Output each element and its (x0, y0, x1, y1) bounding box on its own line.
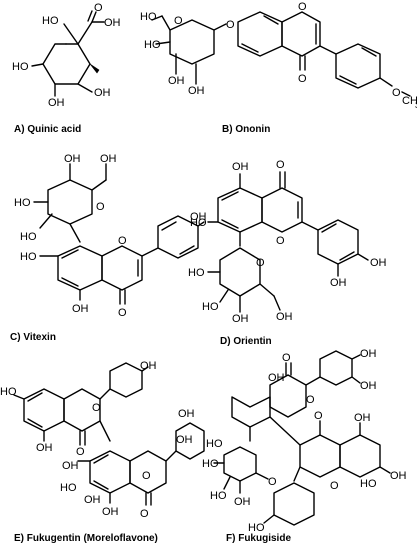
atom-label: O (282, 352, 291, 364)
atom-label: O (92, 402, 101, 414)
atom-label: O (94, 2, 103, 14)
atom-label: OH (268, 372, 285, 384)
atom-label: HO (20, 251, 37, 263)
atom-label: OH (62, 460, 79, 472)
atom-label: HO (202, 301, 219, 313)
atom-label: O (174, 15, 183, 27)
atom-label: O (118, 235, 127, 247)
atom-label: 3 (415, 101, 417, 110)
caption-ononin: B) Ononin (222, 124, 271, 135)
atom-label: HO (210, 490, 227, 502)
atom-label: OH (94, 87, 111, 99)
atom-label: HO (60, 482, 77, 494)
atom-label: O (392, 87, 401, 99)
structure-fukugiside: O OH OH OH O HO HO HO OH O OH O OH HO O … (202, 348, 407, 534)
panel-ononin: O O O O HO OH OH O CH 3 HO B) Ononin (140, 0, 417, 140)
atom-label: OH (84, 494, 101, 506)
atom-label: OH (354, 412, 371, 424)
atom-label: HO (248, 522, 265, 534)
atom-label: O (298, 1, 307, 13)
panel-vitexin: OH OH HO HO O OH HO O OH O C) Vitexin (0, 150, 208, 343)
atom-label: HO (20, 231, 37, 243)
atom-label: O (118, 307, 127, 319)
atom-label: O (276, 235, 285, 247)
atom-label: O (268, 476, 277, 488)
atom-label: OH (176, 434, 193, 446)
atom-label: HO (202, 458, 219, 470)
atom-label: OH (390, 470, 407, 482)
atom-label: OH (360, 380, 377, 392)
atom-label: OH (168, 75, 185, 87)
atom-label: HO (14, 197, 31, 209)
structure-orientin: OH O HO O OH OH O HO HO OH OH (188, 159, 387, 325)
structure-ononin: O O O O HO OH OH O CH 3 HO (140, 1, 417, 110)
atom-label: OH (36, 442, 53, 454)
caption-fukugiside: F) Fukugiside (226, 533, 291, 544)
atom-label: HO (188, 267, 205, 279)
caption-fukugentin: E) Fukugentin (Moreloflavone) (14, 533, 158, 544)
atom-label: OH (232, 313, 249, 325)
atom-label: HO (140, 11, 157, 23)
atom-label: O (226, 19, 235, 31)
atom-label: OH (64, 153, 81, 165)
caption-orientin: D) Orientin (220, 336, 272, 347)
atom-label: O (76, 446, 85, 458)
atom-label: O (142, 470, 151, 482)
atom-label: OH (190, 211, 207, 223)
atom-label: OH (234, 496, 251, 508)
atom-label: O (96, 201, 105, 213)
panel-orientin: OH O HO O OH OH O HO HO OH OH D) Orienti… (188, 150, 417, 350)
atom-label: HO (206, 438, 223, 450)
atom-label: OH (330, 277, 347, 289)
atom-label: HO (190, 217, 207, 229)
atom-label: OH (360, 348, 377, 360)
panel-fukugiside: O OH OH OH O HO HO HO OH O OH O OH HO O … (202, 348, 417, 550)
atom-label: O (314, 410, 323, 422)
atom-label: OH (178, 408, 195, 420)
atom-label: O (256, 257, 265, 269)
structure-quinic-acid: HO O OH HO OH OH (12, 2, 121, 109)
atom-label: O (330, 480, 339, 492)
atom-label: OH (370, 257, 387, 269)
atom-label: HO (42, 15, 59, 27)
atom-label: HO (12, 61, 29, 73)
caption-quinic-acid: A) Quinic acid (14, 124, 82, 135)
atom-label: OH (72, 303, 89, 315)
panel-quinic-acid: HO O OH HO OH OH A) Quinic acid (0, 0, 200, 140)
structure-fukugentin: OH HO O OH O OH OH OH OH HO O OH O (0, 360, 205, 520)
atom-label: OH (102, 506, 119, 518)
atom-label: O (306, 394, 315, 406)
structure-vitexin: OH OH HO HO O OH HO O OH O (14, 153, 207, 319)
atom-label: CH (402, 95, 417, 107)
atom-label: HO (0, 386, 17, 398)
atom-label: HO (360, 478, 377, 490)
atom-label: OH (276, 311, 293, 323)
atom-label: HO (144, 39, 161, 51)
atom-label: OH (232, 161, 249, 173)
atom-label: OH (188, 85, 205, 97)
caption-vitexin: C) Vitexin (10, 332, 56, 343)
atom-label: O (140, 508, 149, 520)
atom-label: OH (100, 153, 117, 165)
atom-label: OH (104, 17, 121, 29)
atom-label: OH (48, 97, 65, 109)
atom-label: O (298, 73, 307, 85)
panel-fukugentin: OH HO O OH O OH OH OH OH HO O OH O E) Fu… (0, 360, 205, 550)
atom-label: OH (140, 360, 157, 372)
atom-label: O (276, 159, 285, 171)
